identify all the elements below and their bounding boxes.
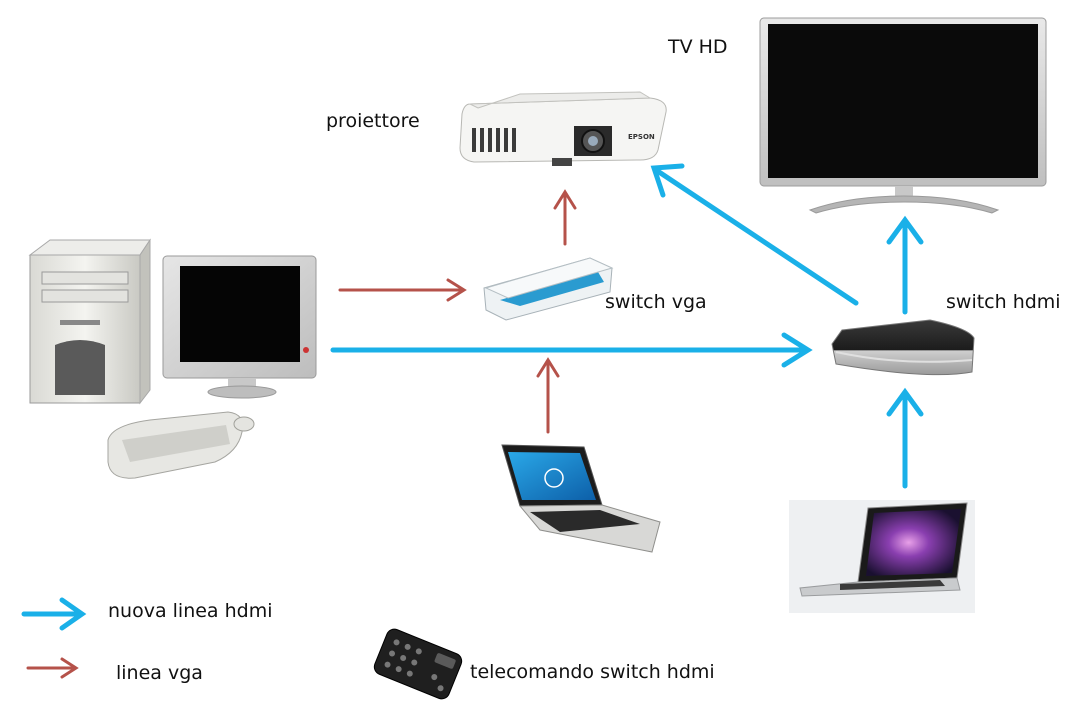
- vga-arrow-pc-to-vga-switch: [338, 278, 467, 302]
- legend-vga-arrow: [26, 657, 79, 679]
- hp-laptop-icon: [501, 444, 661, 553]
- desktop-tower-icon: [28, 238, 151, 405]
- vga-switch-icon: [483, 257, 614, 321]
- vga-arrow-laptop-to-vga-line: [536, 357, 560, 434]
- remote-label: telecomando switch hdmi: [470, 661, 715, 683]
- tv-label: TV HD: [668, 36, 728, 58]
- mouse-icon: [233, 416, 255, 432]
- legend-vga-label: linea vga: [116, 662, 203, 684]
- switch-vga-label: switch vga: [605, 291, 707, 313]
- macbook-icon: [789, 500, 975, 613]
- projector-label: proiettore: [326, 110, 420, 132]
- hdmi-arrow-hdmi-switch-to-tv: [886, 215, 924, 315]
- switch-hdmi-label: switch hdmi: [946, 291, 1061, 313]
- projector-icon: EPSON: [459, 91, 667, 166]
- crt-monitor-icon: [162, 255, 317, 399]
- hdmi-arrow-hdmi-switch-to-projector: [650, 163, 859, 306]
- hdmi-arrow-pc-to-hdmi-switch: [330, 332, 813, 368]
- hdmi-switch-icon: [831, 319, 975, 376]
- vga-arrow-vga-switch-to-projector: [553, 189, 577, 246]
- remote-control-icon: [373, 628, 463, 700]
- lcd-tv-icon: [759, 17, 1047, 214]
- legend-hdmi-label: nuova linea hdmi: [108, 600, 273, 622]
- legend-hdmi-arrow: [21, 597, 87, 631]
- hdmi-arrow-macbook-to-hdmi-switch: [886, 387, 924, 489]
- keyboard-icon: [107, 411, 244, 479]
- projector-brand: EPSON: [628, 133, 655, 141]
